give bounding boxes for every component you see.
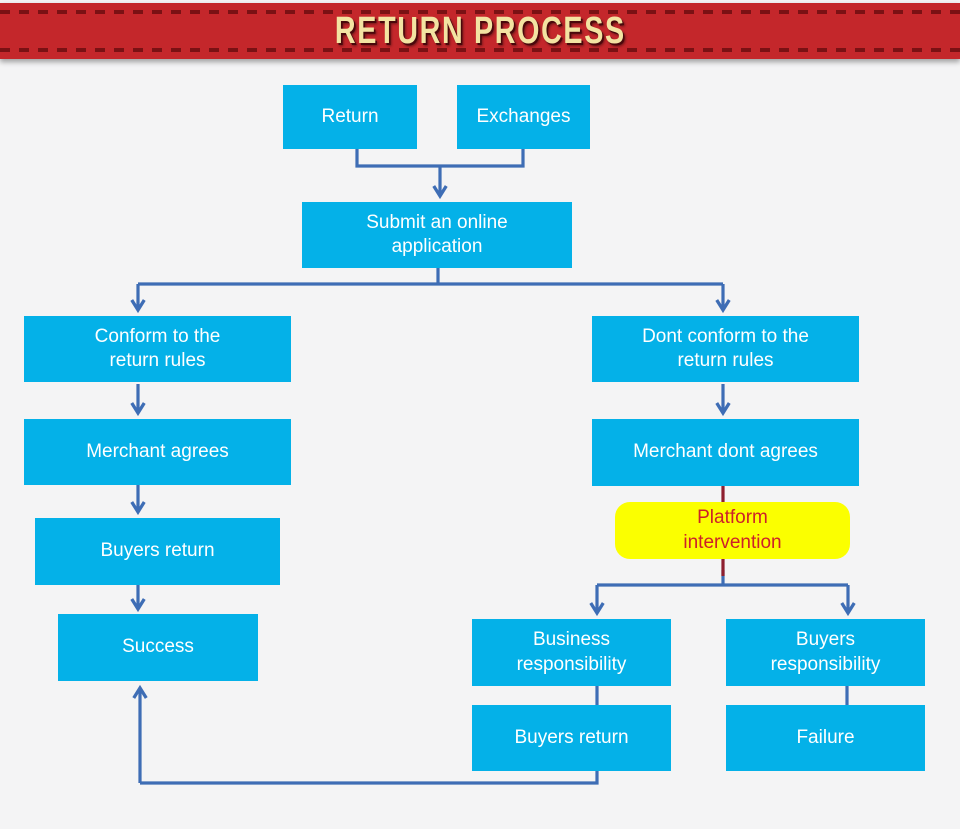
flow-node-success: Success: [58, 614, 258, 681]
flow-node-business-responsibility: Business responsibility: [472, 619, 671, 686]
flow-node-buyers-return-right: Buyers return: [472, 705, 671, 771]
connector-return-exchanges-join: [355, 149, 525, 168]
title-banner: RETURN PROCESS: [0, 3, 960, 59]
flow-node-submit-application: Submit an online application: [302, 202, 572, 268]
page-title: RETURN PROCESS: [334, 9, 626, 52]
flow-node-dont-conform-rules: Dont conform to the return rules: [592, 316, 859, 382]
flow-node-platform-intervention: Platform intervention: [615, 502, 850, 559]
flow-node-failure: Failure: [726, 705, 925, 771]
flow-node-return: Return: [283, 85, 417, 149]
connector-loop-back: [140, 771, 599, 785]
flow-node-buyers-responsibility: Buyers responsibility: [726, 619, 925, 686]
flow-node-merchant-dont-agrees: Merchant dont agrees: [592, 419, 859, 486]
flow-node-exchanges: Exchanges: [457, 85, 590, 149]
flow-node-conform-rules: Conform to the return rules: [24, 316, 291, 382]
flow-node-buyers-return-left: Buyers return: [35, 518, 280, 585]
flow-node-merchant-agrees: Merchant agrees: [24, 419, 291, 485]
